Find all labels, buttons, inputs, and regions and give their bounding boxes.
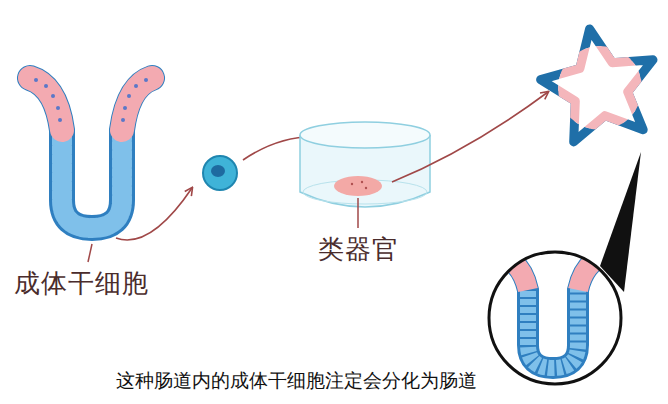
part-label: 成体干细胞 [14, 266, 149, 301]
magnifier [489, 252, 621, 384]
pointer [600, 152, 641, 292]
leader-line [88, 244, 92, 262]
leader-line [357, 198, 359, 228]
part-label: 类器官 [318, 232, 399, 267]
arrow [116, 188, 192, 240]
organoid-star [541, 29, 653, 142]
crypt-drawing [30, 78, 152, 228]
caption: 这种肠道内的成体干细胞注定会分化为肠道 [116, 368, 477, 394]
culture-dish [300, 122, 430, 207]
arrow [392, 92, 548, 182]
stem-cell [203, 156, 237, 190]
